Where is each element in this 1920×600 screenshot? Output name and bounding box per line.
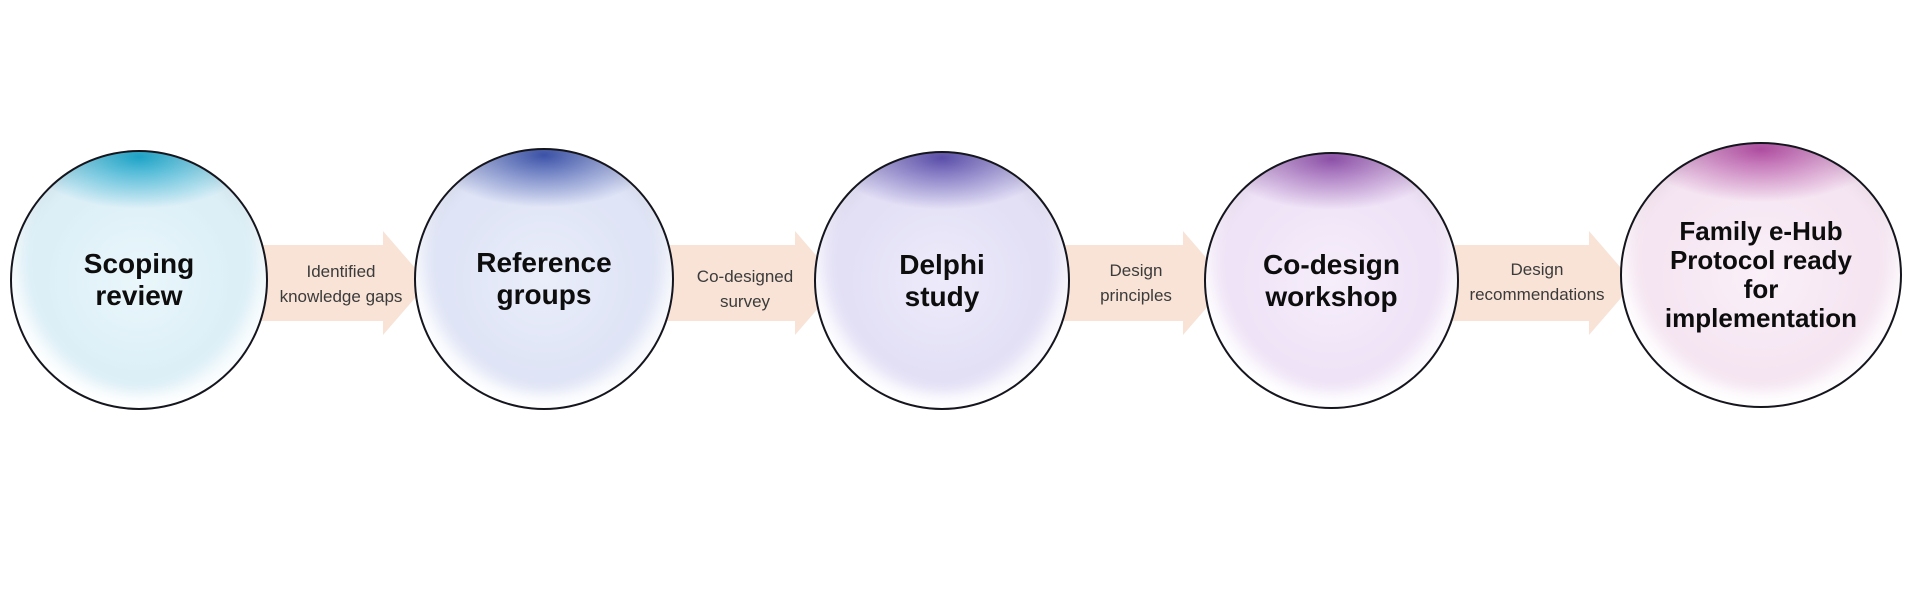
step-label: Delphi study [899,248,985,312]
arrow-body [250,245,384,321]
connector-label-co-designed-survey: Co-designed survey [696,267,794,311]
step-circle-family-e-hub-protocol: Family e-Hub Protocol ready for implemen… [1620,142,1902,408]
arrow-body [1058,245,1184,321]
arrow-body [1445,245,1590,321]
connector-label-design-principles: Design principles [1100,261,1172,305]
step-label: Scoping review [83,248,195,311]
step-label: Co-design workshop [1263,248,1400,312]
step-circle-co-design-workshop: Co-design workshop [1204,152,1459,409]
arrow-body [655,245,796,321]
connector-label-identified-knowledge-gaps: Identified knowledge gaps [279,262,403,306]
step-label: Family e-Hub Protocol ready for implemen… [1664,216,1858,333]
step-circle-scoping-review: Scoping review [10,150,268,410]
step-label: Reference groups [476,247,612,310]
connector-label-design-recommendations: Design recommendations [1469,260,1605,304]
step-circle-reference-groups: Reference groups [414,148,674,410]
step-circle-delphi-study: Delphi study [814,151,1070,410]
